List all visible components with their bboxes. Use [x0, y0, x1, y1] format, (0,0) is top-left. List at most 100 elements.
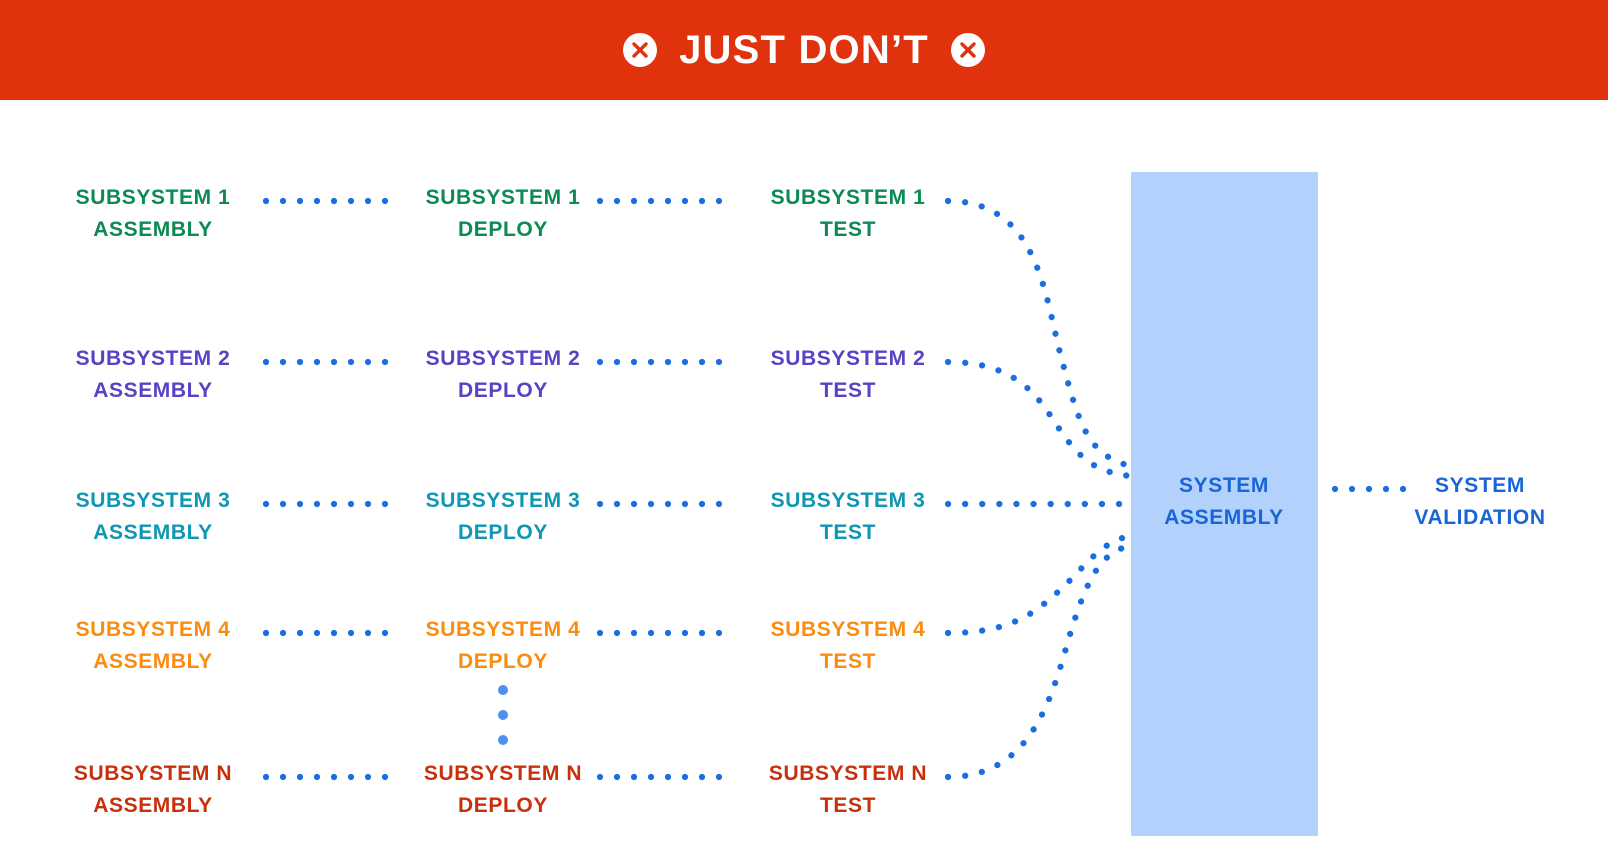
curved-connector-subsystem-2	[944, 358, 1134, 480]
connector-dot	[262, 197, 270, 205]
node-subsystem-4-assembly: SUBSYSTEM 4 ASSEMBLY	[75, 618, 231, 673]
connector-dot	[262, 500, 270, 508]
connector-dot	[1399, 485, 1407, 493]
connector-dot	[647, 197, 655, 205]
connector-dot	[596, 197, 604, 205]
connector-dot	[681, 500, 689, 508]
ellipsis-dot	[498, 685, 508, 695]
curved-connector-group	[944, 197, 1134, 781]
connector-dot	[647, 629, 655, 637]
connector-dot	[1382, 485, 1390, 493]
node-subsystem-n-deploy: SUBSYSTEM N DEPLOY	[423, 762, 583, 817]
connector-dot	[381, 629, 389, 637]
connector-dot	[313, 197, 321, 205]
connector-dot	[698, 773, 706, 781]
connector-dot	[630, 197, 638, 205]
x-circle-icon-right	[950, 33, 985, 67]
node-subsystem-2-test: SUBSYSTEM 2 TEST	[770, 347, 926, 402]
connector-dot	[330, 629, 338, 637]
ellipsis-dot	[498, 735, 508, 745]
connector-dot	[715, 500, 723, 508]
connector-dot	[613, 358, 621, 366]
connector-dot	[664, 773, 672, 781]
banner-title: JUST DON’T	[679, 28, 929, 72]
connector-dot	[630, 358, 638, 366]
connector-dot	[347, 500, 355, 508]
connector-dot	[279, 358, 287, 366]
connector-dot	[330, 500, 338, 508]
node-subsystem-n-assembly: SUBSYSTEM N ASSEMBLY	[73, 762, 233, 817]
node-subsystem-1-assembly: SUBSYSTEM 1 ASSEMBLY	[75, 186, 231, 241]
connector-dot	[347, 629, 355, 637]
connector-dot	[715, 773, 723, 781]
connector-dot	[364, 197, 372, 205]
connector-dot	[613, 500, 621, 508]
connector-dot	[698, 629, 706, 637]
connector-dot	[698, 197, 706, 205]
connector-dot	[698, 500, 706, 508]
connector-dot	[664, 197, 672, 205]
connector-dot	[279, 500, 287, 508]
node-subsystem-1-deploy: SUBSYSTEM 1 DEPLOY	[425, 186, 581, 241]
connector-dot	[664, 500, 672, 508]
connector-dot	[1348, 485, 1356, 493]
connector-dot	[330, 197, 338, 205]
connector-dot	[313, 773, 321, 781]
connector-dot	[313, 500, 321, 508]
connector-dot	[296, 629, 304, 637]
node-subsystem-n-test: SUBSYSTEM N TEST	[768, 762, 928, 817]
connector-dot	[330, 358, 338, 366]
connector-dot	[347, 773, 355, 781]
connector-dot	[613, 629, 621, 637]
connector-dot	[664, 629, 672, 637]
connector-dot	[381, 197, 389, 205]
connector-dot	[347, 197, 355, 205]
node-subsystem-3-test: SUBSYSTEM 3 TEST	[770, 489, 926, 544]
node-subsystem-2-assembly: SUBSYSTEM 2 ASSEMBLY	[75, 347, 231, 402]
connector-layer	[262, 197, 1407, 781]
connector-dot	[715, 197, 723, 205]
connector-dot	[596, 629, 604, 637]
connector-dot	[1365, 485, 1373, 493]
connector-dot	[381, 773, 389, 781]
connector-dot	[715, 358, 723, 366]
connector-dot	[647, 358, 655, 366]
connector-dot	[1331, 485, 1339, 493]
connector-dot	[262, 358, 270, 366]
pipeline-diagram: SUBSYSTEM 1 ASSEMBLY SUBSYSTEM 1 DEPLOY SU…	[0, 100, 1608, 846]
connector-dot	[279, 629, 287, 637]
system-assembly-block	[1131, 172, 1318, 836]
connector-dot	[613, 773, 621, 781]
connector-dot	[596, 500, 604, 508]
connector-dot	[364, 629, 372, 637]
connector-dot	[613, 197, 621, 205]
connector-dot	[596, 773, 604, 781]
connector-dot	[262, 629, 270, 637]
node-subsystem-2-deploy: SUBSYSTEM 2 DEPLOY	[425, 347, 581, 402]
connector-dot	[313, 629, 321, 637]
connector-dot	[647, 773, 655, 781]
node-subsystem-4-test: SUBSYSTEM 4 TEST	[770, 618, 926, 673]
node-subsystem-3-assembly: SUBSYSTEM 3 ASSEMBLY	[75, 489, 231, 544]
connector-dot	[698, 358, 706, 366]
connector-dot	[681, 358, 689, 366]
connector-dot	[681, 197, 689, 205]
connector-dot	[296, 358, 304, 366]
vertical-ellipsis	[498, 685, 508, 745]
connector-dot	[279, 197, 287, 205]
connector-dot	[330, 773, 338, 781]
curved-connector-subsystem-4	[944, 532, 1134, 637]
connector-dot	[630, 500, 638, 508]
connector-dot	[262, 773, 270, 781]
node-subsystem-4-deploy: SUBSYSTEM 4 DEPLOY	[425, 618, 581, 673]
connector-dot	[681, 773, 689, 781]
connector-dot	[681, 629, 689, 637]
connector-dot	[296, 500, 304, 508]
connector-dot	[279, 773, 287, 781]
node-subsystem-1-test: SUBSYSTEM 1 TEST	[770, 186, 926, 241]
system-validation-label: SYSTEM VALIDATION	[1414, 474, 1546, 529]
connector-dot	[664, 358, 672, 366]
connector-dot	[296, 197, 304, 205]
ellipsis-dot	[498, 710, 508, 720]
